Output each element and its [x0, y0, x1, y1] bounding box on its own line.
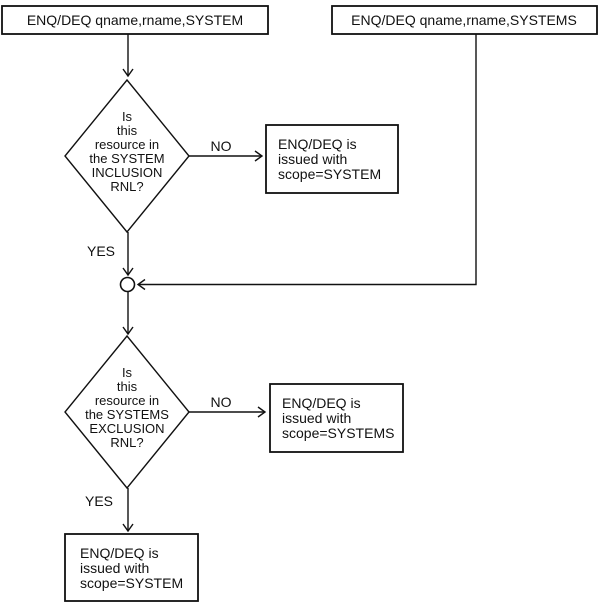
result-box-scope-system-2	[64, 533, 199, 602]
yes-label-1: YES	[87, 243, 115, 259]
result3-line: issued with	[80, 560, 149, 576]
decision2-line: this	[117, 379, 138, 394]
decision1-line: this	[117, 123, 138, 138]
no-label-1: NO	[211, 138, 232, 154]
start-box-system	[1, 5, 269, 35]
result2-line: issued with	[282, 410, 351, 426]
yes-label-2: YES	[85, 493, 113, 509]
node-shapes	[1, 5, 598, 602]
decision2-line: EXCLUSION	[89, 421, 164, 436]
result3-line: scope=SYSTEM	[80, 575, 183, 591]
decision-diamond-exclusion-rnl	[64, 334, 190, 490]
decision1-line: RNL?	[110, 179, 143, 194]
decision-diamond-inclusion-rnl	[64, 78, 190, 234]
result1-line: issued with	[278, 151, 347, 167]
decision1-line: INCLUSION	[92, 165, 163, 180]
connector-lines	[122, 34, 477, 533]
start-box-system-label: ENQ/DEQ qname,rname,SYSTEM	[27, 12, 243, 28]
arrow-startright-to-junction	[136, 34, 477, 291]
decision2-line: resource in	[95, 393, 159, 408]
decision2-text: Is this resource in the SYSTEMS EXCLUSIO…	[85, 365, 169, 450]
result1-line: ENQ/DEQ is	[278, 136, 357, 152]
result1-text: ENQ/DEQ is issued with scope=SYSTEM	[278, 136, 381, 182]
result-box-scope-system-1	[265, 124, 399, 194]
decision1-text: Is this resource in the SYSTEM INCLUSION…	[89, 109, 164, 194]
result2-text: ENQ/DEQ is issued with scope=SYSTEMS	[282, 395, 394, 441]
result-box-scope-systems	[269, 383, 404, 453]
decision2-line: the SYSTEMS	[85, 407, 169, 422]
start-box-systems-label: ENQ/DEQ qname,rname,SYSTEMS	[351, 12, 577, 28]
result3-line: ENQ/DEQ is	[80, 545, 159, 561]
decision1-line: Is	[122, 109, 133, 124]
result3-text: ENQ/DEQ is issued with scope=SYSTEM	[80, 545, 183, 591]
no-label-2: NO	[211, 394, 232, 410]
decision2-line: Is	[122, 365, 133, 380]
decision1-line: resource in	[95, 137, 159, 152]
junction-circle	[119, 276, 136, 293]
result1-line: scope=SYSTEM	[278, 166, 381, 182]
result2-line: ENQ/DEQ is	[282, 395, 361, 411]
decision2-line: RNL?	[110, 435, 143, 450]
result2-line: scope=SYSTEMS	[282, 425, 394, 441]
start-box-systems	[331, 5, 598, 35]
decision1-line: the SYSTEM	[89, 151, 164, 166]
